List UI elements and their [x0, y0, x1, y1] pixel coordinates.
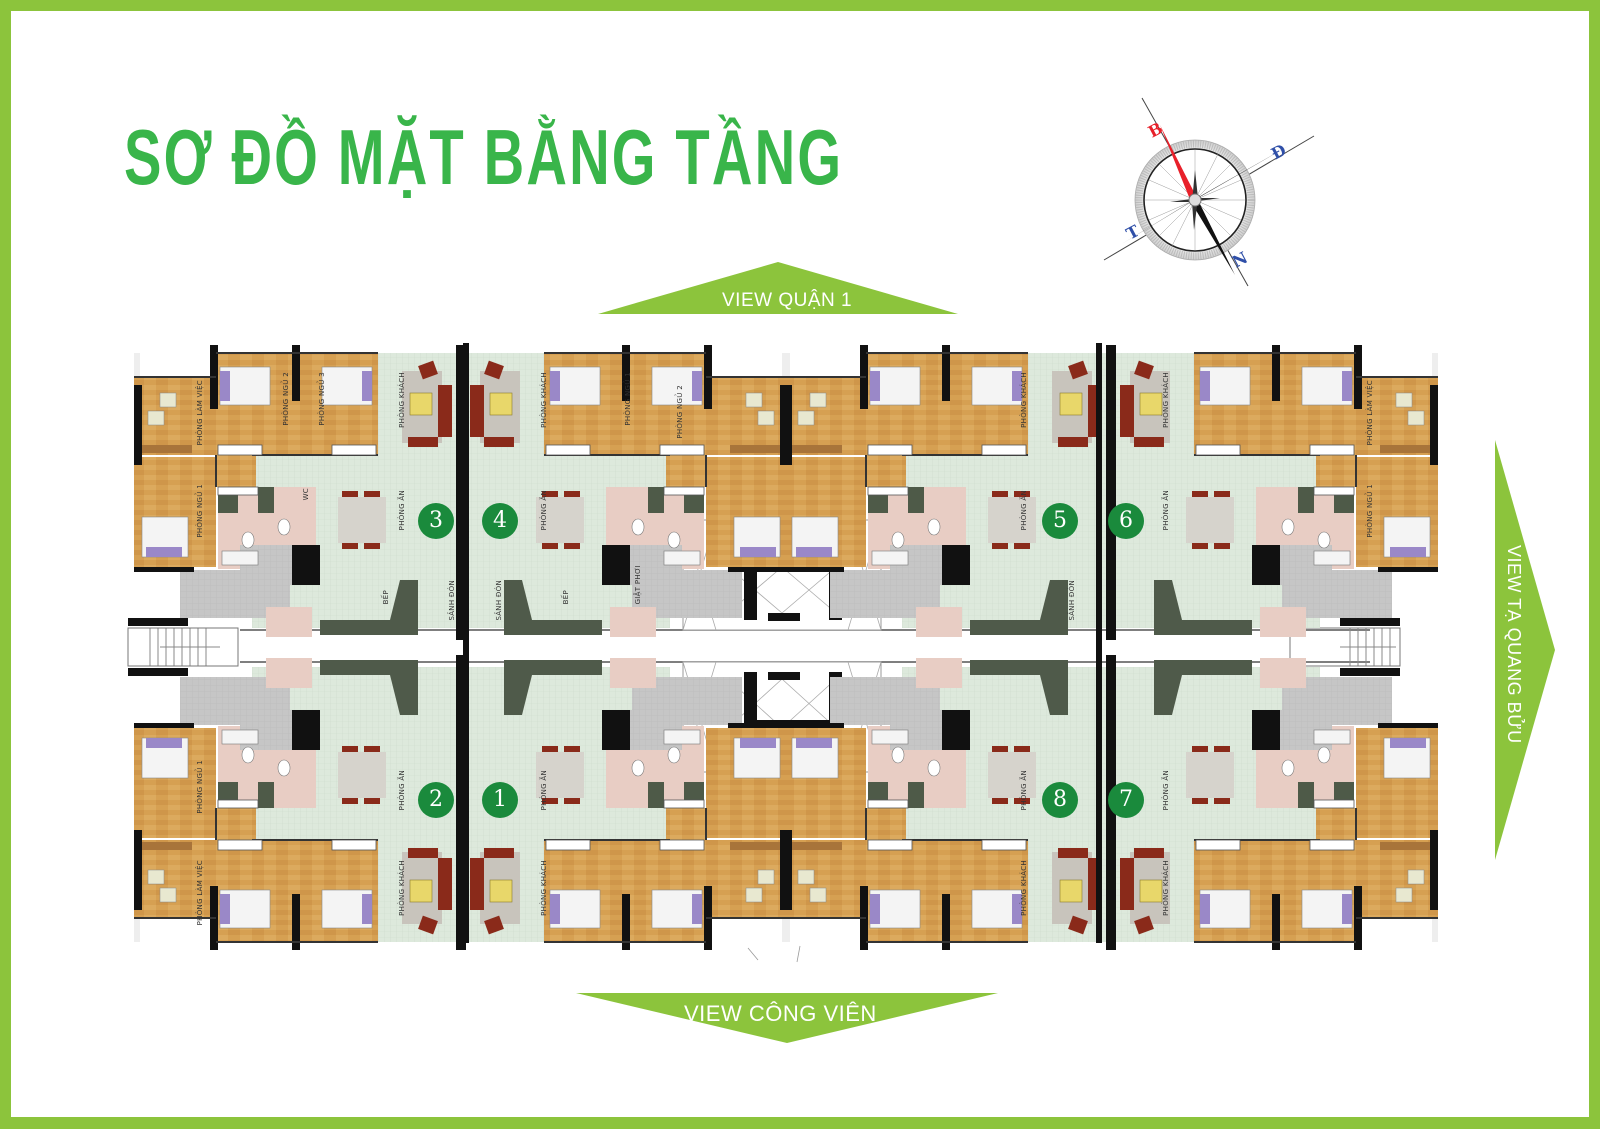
room-label-living-7: PHÒNG KHÁCH: [1162, 860, 1170, 916]
room-label-lobby-5: SẢNH ĐÓN: [1068, 580, 1076, 621]
room-label-lobby-4: SẢNH ĐÓN: [495, 580, 503, 621]
room-label-dining-6: PHÒNG ĂN: [1162, 490, 1170, 531]
unit-badge-5[interactable]: 5: [1042, 503, 1078, 539]
stair-left: [127, 618, 239, 676]
stair-right: [1289, 618, 1401, 676]
unit-badge-7[interactable]: 7: [1108, 782, 1144, 818]
room-label-bed1-4: PHÒNG NGỦ 1: [624, 372, 632, 426]
unit-badge-2[interactable]: 2: [418, 782, 454, 818]
compass-icon: B Đ N T: [1103, 97, 1315, 287]
room-label-kitchen: BẾP: [382, 590, 390, 605]
room-label-dining: PHÒNG ĂN: [398, 490, 406, 531]
room-label-bed1-6: PHÒNG NGỦ 1: [1366, 484, 1374, 538]
room-label-living-8: PHÒNG KHÁCH: [1020, 860, 1028, 916]
room-label-living-5: PHÒNG KHÁCH: [1020, 372, 1028, 428]
room-label-study-6: PHÒNG LÀM VIỆC: [1366, 380, 1374, 446]
room-label-bed2-4: PHÒNG NGỦ 2: [676, 385, 684, 439]
room-label-study-2: PHÒNG LÀM VIỆC: [196, 860, 204, 926]
view-arrow-bottom: [576, 993, 998, 1043]
room-label-dining-1: PHÒNG ĂN: [540, 770, 548, 811]
view-arrow-top: [598, 262, 958, 314]
room-label-laundry: GIẶT PHƠI: [634, 565, 642, 605]
view-label-bottom: VIEW CÔNG VIÊN: [684, 1001, 877, 1026]
room-label-bed1: PHÒNG NGỦ 1: [196, 484, 204, 538]
view-arrow-right: [1495, 440, 1555, 860]
room-label-dining-7: PHÒNG ĂN: [1162, 770, 1170, 811]
room-label-living-1: PHÒNG KHÁCH: [540, 860, 548, 916]
view-label-right: VIEW TẠ QUANG BỬU: [1504, 545, 1524, 744]
room-label-dining-2: PHÒNG ĂN: [398, 770, 406, 811]
room-label-study: PHÒNG LÀM VIỆC: [196, 380, 204, 446]
unit-badge-1[interactable]: 1: [482, 782, 518, 818]
view-label-top: VIEW QUẬN 1: [722, 290, 853, 311]
room-label-lobby: SẢNH ĐÓN: [448, 580, 456, 621]
room-label-living-6: PHÒNG KHÁCH: [1162, 372, 1170, 428]
room-label-bed1-2: PHÒNG NGỦ 1: [196, 760, 204, 814]
unit-badge-8[interactable]: 8: [1042, 782, 1078, 818]
room-label-living: PHÒNG KHÁCH: [398, 372, 406, 428]
room-label-dining-5: PHÒNG ĂN: [1020, 490, 1028, 531]
room-label-wc: WC: [302, 488, 310, 501]
room-label-bed3: PHÒNG NGỦ 3: [318, 372, 326, 426]
unit-badge-4[interactable]: 4: [482, 503, 518, 539]
room-label-dining-4: PHÒNG ĂN: [540, 490, 548, 531]
unit-badge-6[interactable]: 6: [1108, 503, 1144, 539]
room-label-dining-8: PHÒNG ĂN: [1020, 770, 1028, 811]
unit-badge-3[interactable]: 3: [418, 503, 454, 539]
room-label-living-4: PHÒNG KHÁCH: [540, 372, 548, 428]
room-label-bed2: PHÒNG NGỦ 2: [282, 372, 290, 426]
room-label-kitchen-4: BẾP: [562, 590, 570, 605]
room-label-living-2: PHÒNG KHÁCH: [398, 860, 406, 916]
page-title: SƠ ĐỒ MẶT BẰNG TẦNG: [124, 113, 844, 201]
